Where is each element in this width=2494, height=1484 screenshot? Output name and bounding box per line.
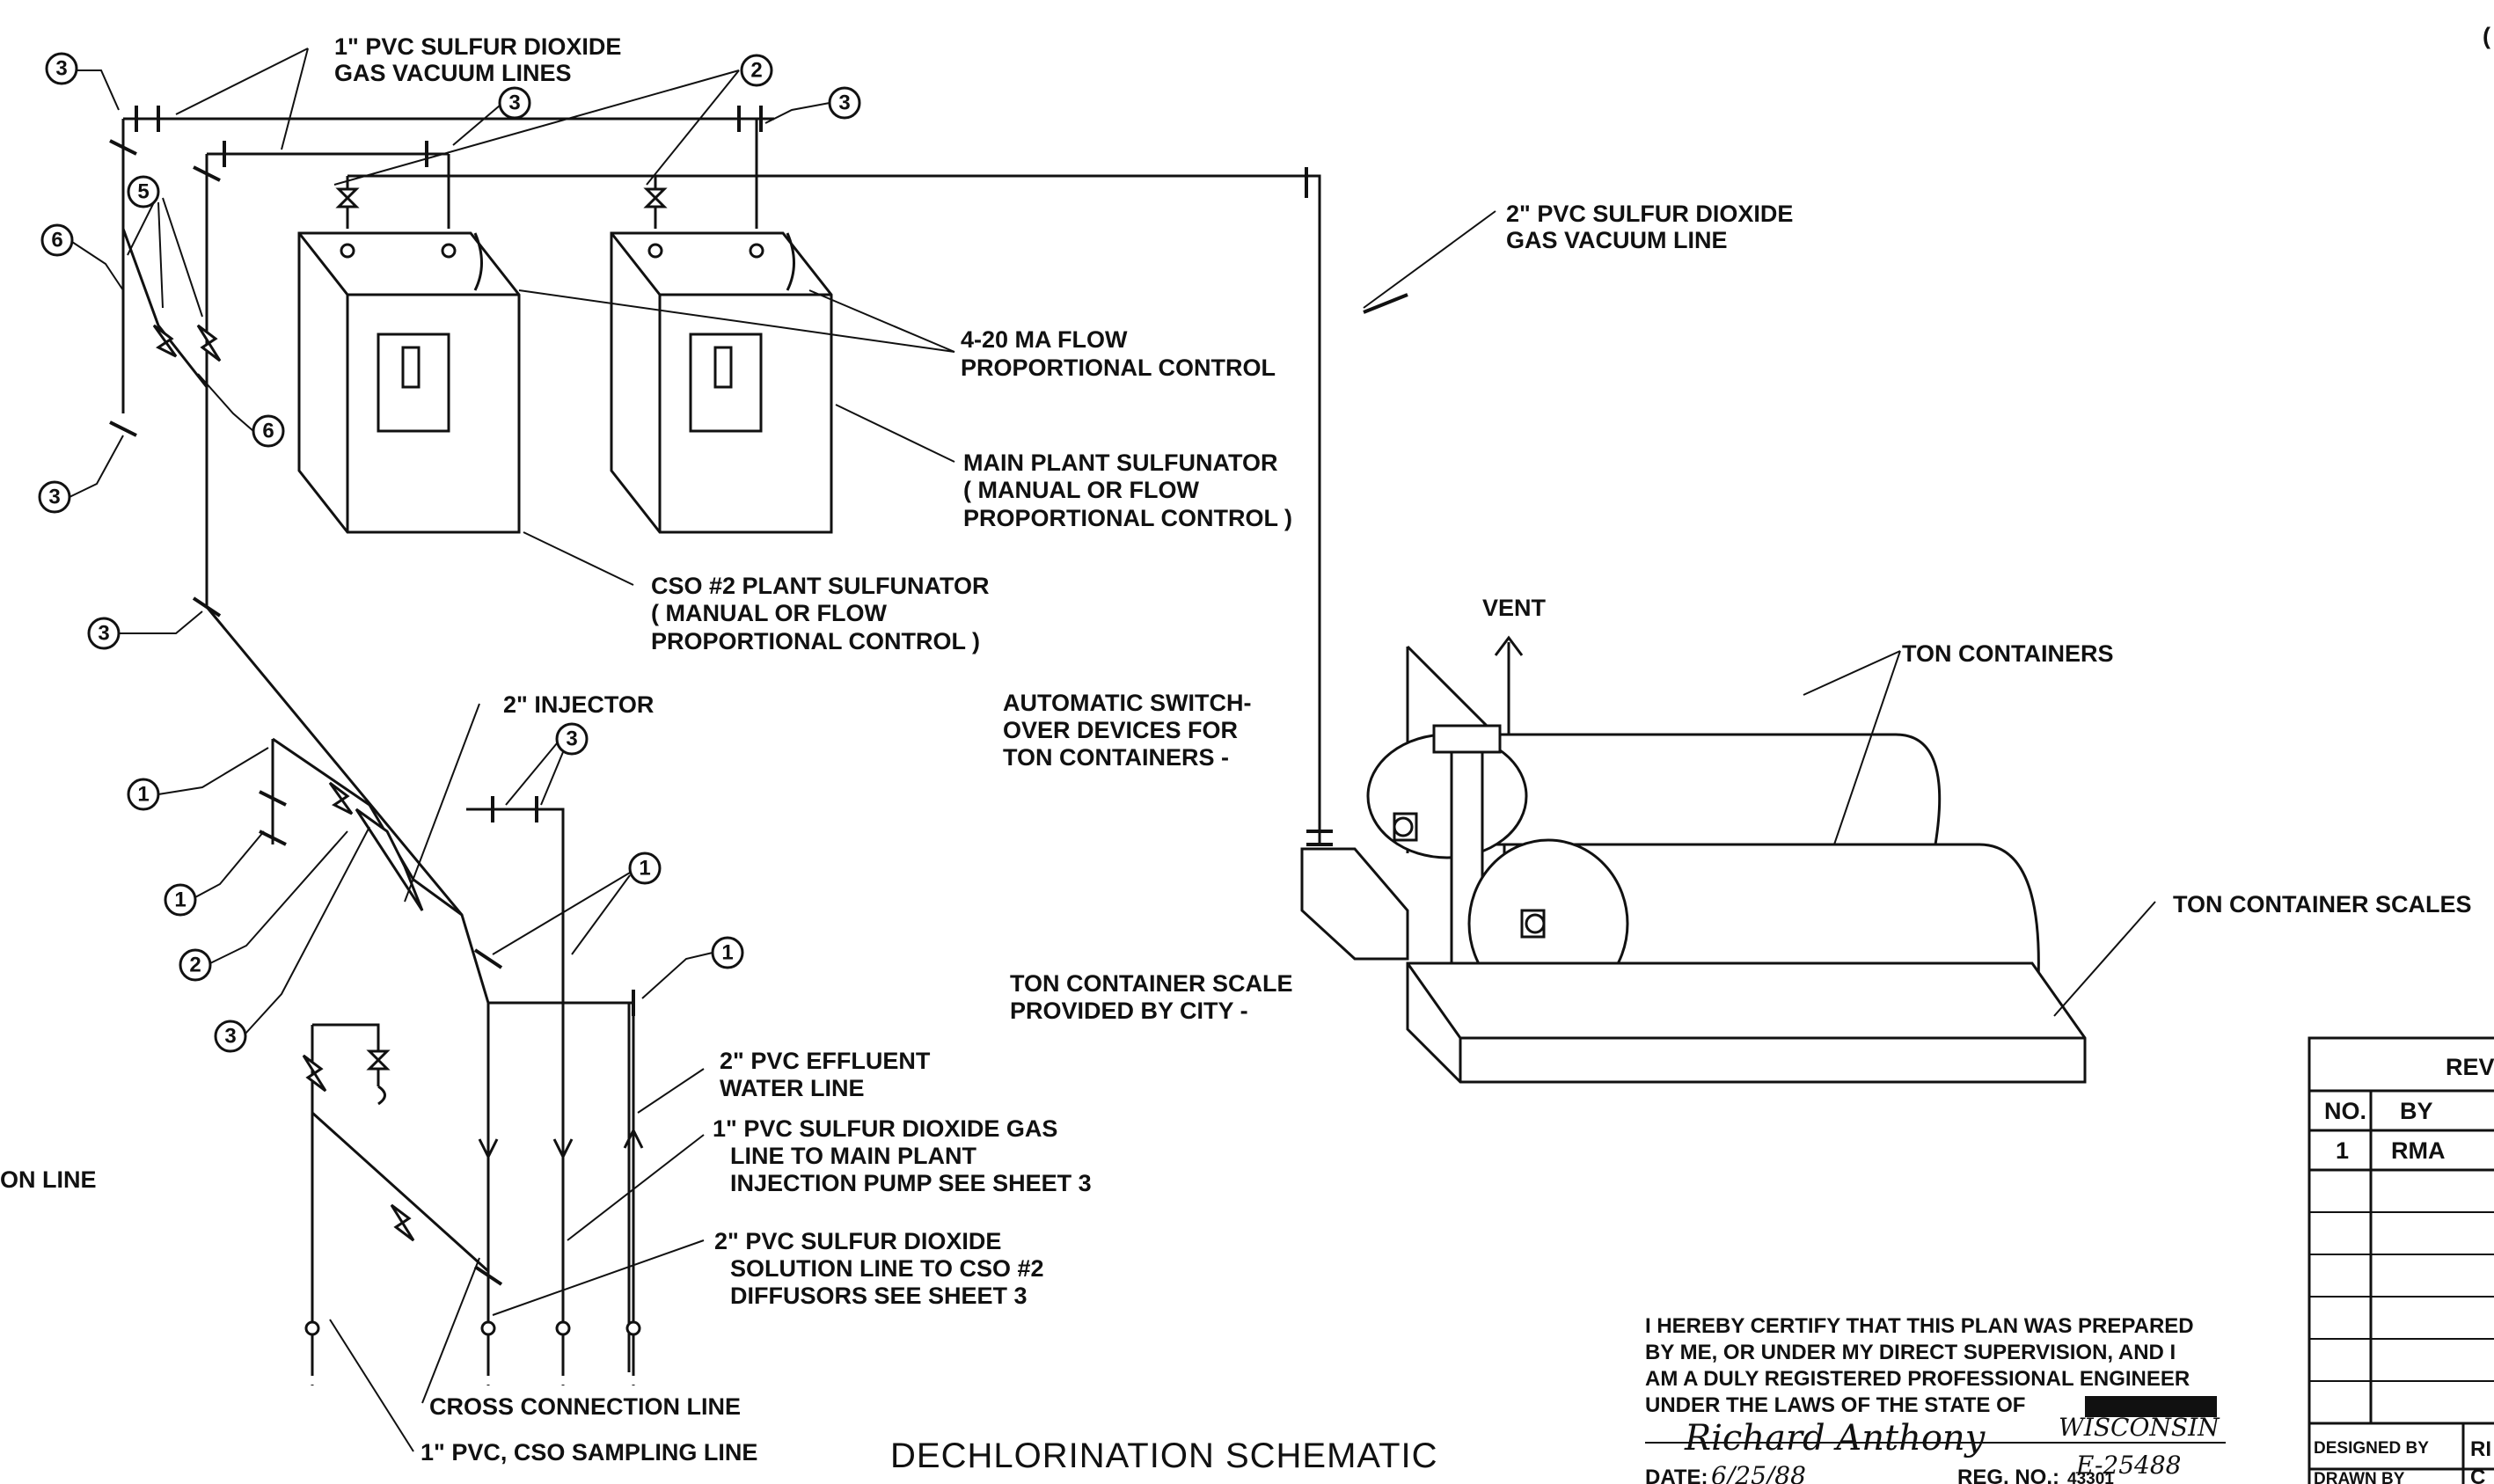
svg-text:3: 3 (48, 486, 60, 509)
callout-6-b: 6 (197, 373, 285, 448)
drawing-title: DECHLORINATION SCHEMATIC (890, 1436, 1438, 1475)
scale-city-label: TON CONTAINER SCALE (1010, 970, 1293, 997)
svg-text:SOLUTION LINE TO CSO #2: SOLUTION LINE TO CSO #2 (730, 1255, 1044, 1282)
svg-text:LINE TO MAIN PLANT: LINE TO MAIN PLANT (730, 1143, 977, 1169)
callout-5: 5 (127, 175, 203, 318)
sampling-line-label: 1" PVC, CSO SAMPLING LINE (421, 1439, 757, 1466)
callout-2-a: 2 (740, 54, 773, 87)
svg-text:5: 5 (137, 180, 149, 204)
svg-text:NO.: NO. (2324, 1098, 2366, 1124)
svg-text:PROVIDED BY CITY -: PROVIDED BY CITY - (1010, 998, 1248, 1024)
svg-text:3: 3 (55, 57, 67, 81)
svg-text:DESIGNED BY: DESIGNED BY (2314, 1439, 2429, 1458)
svg-text:3: 3 (566, 727, 577, 751)
callout-3-a: 3 (45, 52, 120, 111)
svg-text:2: 2 (189, 954, 201, 977)
svg-text:OVER DEVICES FOR: OVER DEVICES FOR (1003, 717, 1238, 743)
engineer-signature: Richard Anthony (1684, 1418, 1986, 1458)
callout-3-g: 3 (214, 826, 370, 1053)
injector-label: 2" INJECTOR (503, 691, 654, 718)
gas-line-label: 1" PVC SULFUR DIOXIDE GAS (713, 1115, 1057, 1142)
state-handwritten: WISCONSIN (2059, 1413, 2220, 1442)
svg-text:6: 6 (51, 229, 62, 252)
svg-text:BY ME, OR UNDER MY DIRECT SUPE: BY ME, OR UNDER MY DIRECT SUPERVISION, A… (1645, 1341, 2176, 1364)
flow-control-label: 4-20 MA FLOW (961, 326, 1128, 353)
callout-3-e: 3 (87, 610, 203, 650)
vacuum-line-label: 2" PVC SULFUR DIOXIDE (1506, 201, 1793, 227)
svg-text:PROPORTIONAL CONTROL ): PROPORTIONAL CONTROL ) (963, 505, 1292, 531)
callout-2-b: 2 (179, 830, 348, 982)
cso-sulfunator-label: CSO #2 PLANT SULFUNATOR (651, 573, 990, 599)
svg-text:BY: BY (2400, 1098, 2433, 1124)
svg-text:1: 1 (2336, 1137, 2349, 1164)
svg-text:1: 1 (639, 857, 650, 881)
svg-text:RI: RI (2470, 1437, 2491, 1461)
solution-line-label: 2" PVC SULFUR DIOXIDE (714, 1228, 1001, 1254)
revision-title: REV (2446, 1054, 2494, 1080)
switch-over-label: AUTOMATIC SWITCH- (1003, 690, 1251, 716)
callout-3-f: 3 (505, 722, 589, 806)
svg-text:6: 6 (262, 420, 274, 443)
gas-vacuum-lines-label: 1" PVC SULFUR DIOXIDE (334, 33, 621, 60)
svg-text:C: C (2470, 1466, 2485, 1484)
effluent-label: 2" PVC EFFLUENT (720, 1048, 931, 1074)
gate-valve-icon (335, 187, 668, 208)
callout-3-b: 3 (452, 86, 531, 146)
ton-containers-label: TON CONTAINERS (1902, 640, 2114, 667)
svg-text:3: 3 (838, 91, 850, 115)
ton-container-scales (1300, 847, 2087, 1084)
callout-1-a: 1 (127, 747, 269, 811)
svg-text:( MANUAL OR FLOW: ( MANUAL OR FLOW (963, 477, 1199, 503)
callout-6-a: 6 (40, 223, 124, 291)
callout-1-c: 1 (492, 852, 662, 955)
cso-plant-sulfunator (297, 231, 521, 534)
svg-text:PROPORTIONAL CONTROL: PROPORTIONAL CONTROL (961, 355, 1276, 381)
svg-text:1: 1 (137, 783, 149, 807)
scales-label: TON CONTAINER SCALES (2173, 891, 2472, 917)
cross-connection-label: CROSS CONNECTION LINE (429, 1393, 741, 1420)
license-number: E-25488 (2075, 1451, 2182, 1480)
svg-text:TON CONTAINERS -: TON CONTAINERS - (1003, 744, 1229, 771)
svg-text:1: 1 (721, 941, 733, 965)
svg-text:UNDER THE LAWS OF THE STATE OF: UNDER THE LAWS OF THE STATE OF (1645, 1393, 2025, 1417)
svg-text:3: 3 (224, 1025, 236, 1049)
svg-text:GAS VACUUM LINE: GAS VACUUM LINE (1506, 227, 1728, 253)
svg-text:DRAWN BY: DRAWN BY (2314, 1470, 2405, 1484)
main-plant-sulfunator (610, 231, 833, 534)
left-cut-label: ON LINE (0, 1166, 97, 1193)
leader-lines (175, 48, 2156, 1452)
redaction-block (2085, 1396, 2217, 1417)
ton-containers (1366, 635, 2040, 1013)
svg-text:REG. NO.:: REG. NO.: (1957, 1466, 2059, 1484)
callout-1-d: 1 (641, 936, 744, 999)
svg-text:WATER LINE: WATER LINE (720, 1075, 865, 1101)
svg-text:AM A DULY REGISTERED PROFESSIO: AM A DULY REGISTERED PROFESSIONAL ENGINE… (1645, 1367, 2190, 1391)
svg-text:3: 3 (98, 622, 109, 646)
svg-text:DATE:: DATE: (1645, 1466, 1708, 1484)
svg-text:3: 3 (508, 91, 520, 115)
callout-3-c: 3 (764, 86, 861, 124)
svg-text:INJECTION PUMP SEE SHEET 3: INJECTION PUMP SEE SHEET 3 (730, 1170, 1092, 1196)
svg-text:1: 1 (174, 888, 186, 912)
svg-text:( MANUAL OR FLOW: ( MANUAL OR FLOW (651, 600, 887, 626)
callout-3-d: 3 (38, 435, 124, 514)
main-sulfunator-label: MAIN PLANT SULFUNATOR (963, 450, 1277, 476)
engineer-certification: I HEREBY CERTIFY THAT THIS PLAN WAS PREP… (1645, 1314, 2226, 1484)
svg-text:43301: 43301 (2067, 1470, 2114, 1484)
svg-text:PROPORTIONAL CONTROL ): PROPORTIONAL CONTROL ) (651, 628, 980, 654)
svg-text:GAS VACUUM LINES: GAS VACUUM LINES (334, 60, 572, 86)
corner-cut-label: ( (2483, 23, 2490, 49)
svg-text:DIFFUSORS SEE SHEET 3: DIFFUSORS SEE SHEET 3 (730, 1283, 1028, 1309)
svg-text:2: 2 (750, 59, 762, 83)
injector-piping (259, 737, 644, 1385)
revision-table: REV NO. BY 1 RMA DESIGNED BY RI DRAWN BY… (2307, 1036, 2494, 1484)
drawing-labels: ON LINE ( 1" PVC SULFUR DIOXIDE GAS VACU… (0, 23, 2490, 1475)
callout-1-b: 1 (164, 830, 265, 917)
svg-text:RMA: RMA (2391, 1137, 2446, 1164)
svg-text:I HEREBY CERTIFY THAT THIS PLA: I HEREBY CERTIFY THAT THIS PLAN WAS PREP… (1645, 1314, 2194, 1338)
callout-bubbles: 3 3 3 2 5 6 6 3 3 3 1 1 2 3 1 1 (38, 52, 861, 1053)
svg-text:6/25/88: 6/25/88 (1711, 1461, 1806, 1484)
vent-label: VENT (1482, 595, 1547, 621)
